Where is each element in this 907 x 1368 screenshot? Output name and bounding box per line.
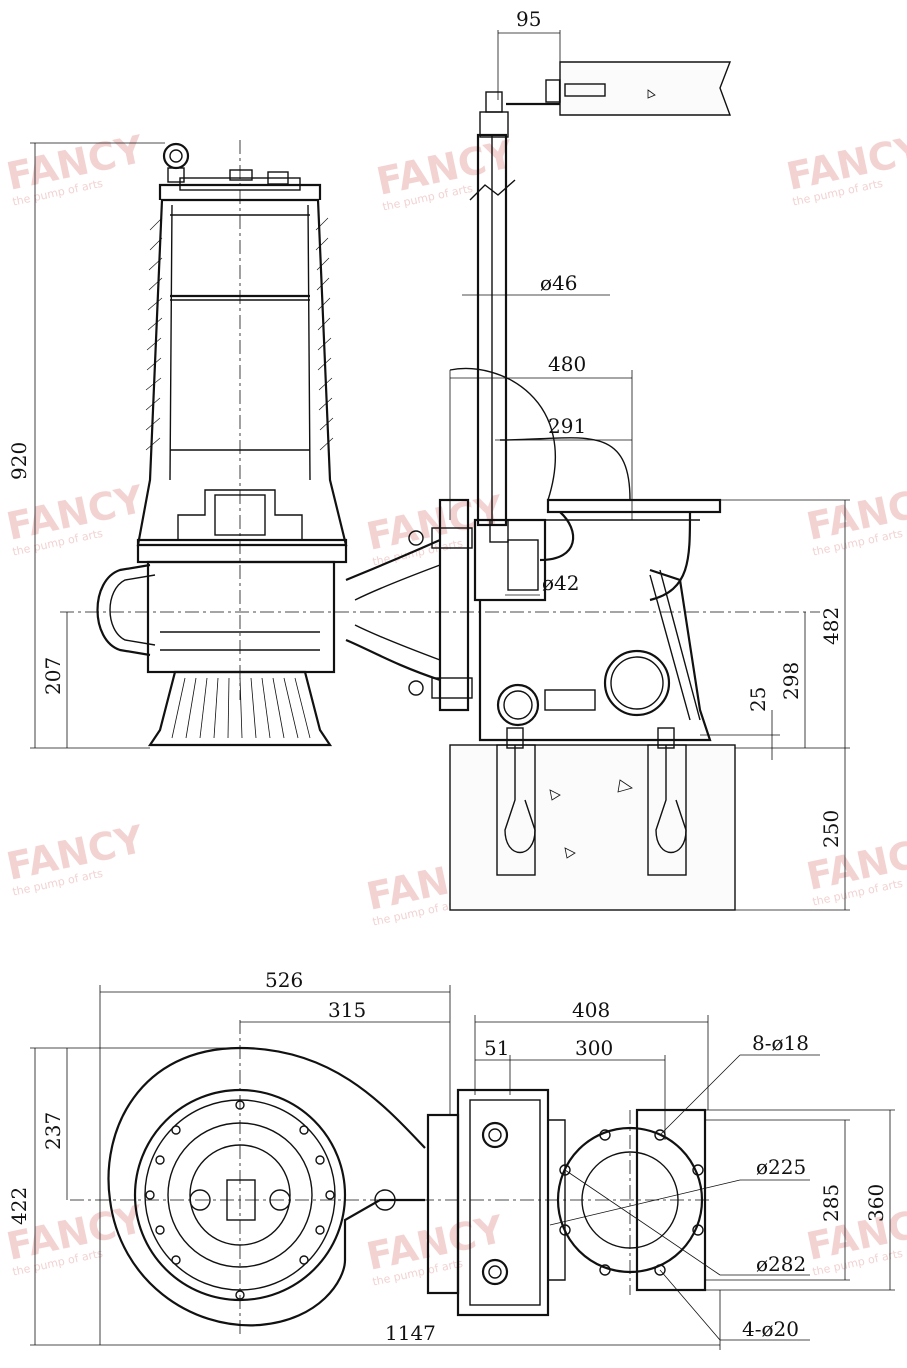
dim-small-diameter: ø42 [542, 571, 580, 595]
dim-total-height: 920 [7, 442, 31, 480]
concrete-foundation [449, 727, 736, 911]
plan-outlet-flange [556, 1108, 707, 1295]
dim-side-depth: 237 [41, 1112, 65, 1150]
dim-center-offset: 315 [328, 998, 366, 1022]
discharge-neck [345, 498, 470, 712]
motor-housing [136, 140, 348, 700]
dim-outlet-offset: 480 [548, 352, 586, 376]
dim-inner-diameter: ø225 [756, 1155, 806, 1179]
dim-base-depth-285: 285 [819, 1184, 843, 1222]
dim-outlet-height: 482 [819, 607, 843, 645]
auto-coupling-base [408, 367, 722, 742]
dim-foundation-depth: 250 [819, 810, 843, 848]
dim-pcd: ø282 [756, 1252, 806, 1276]
dim-overall-width: 526 [265, 968, 303, 992]
plan-volute [70, 1020, 710, 1335]
inlet-strainer [147, 670, 333, 747]
dim-bolt-holes: 8-ø18 [752, 1031, 809, 1055]
dim-top-width: 95 [516, 7, 541, 31]
dim-rail-offset: 291 [548, 414, 586, 438]
plan-coupling [426, 1088, 566, 1317]
dim-base-center-height: 298 [779, 662, 803, 700]
dim-base-clearance: 25 [746, 687, 770, 712]
dim-bolt-offset: 51 [484, 1036, 509, 1060]
dim-inlet-center-height: 207 [41, 657, 65, 695]
lifting-eye [162, 142, 190, 183]
side-dimension-lines [30, 30, 850, 911]
dim-anchor-holes: 4-ø20 [742, 1317, 799, 1341]
dim-base-depth-360: 360 [864, 1184, 888, 1222]
plan-view: 526 315 408 51 300 8-ø18 ø225 ø282 4-ø20… [7, 968, 895, 1350]
dim-bolt-spacing: 300 [575, 1036, 613, 1060]
dim-base-width: 408 [572, 998, 610, 1022]
dim-guide-rail-diameter: ø46 [540, 271, 578, 295]
concrete-beam [545, 61, 732, 116]
plan-dimension-lines [30, 985, 895, 1350]
dim-total-length: 1147 [385, 1321, 436, 1345]
side-view: 95 ø46 480 291 ø42 920 207 482 298 25 25… [7, 7, 850, 911]
dim-overall-depth: 422 [7, 1187, 31, 1225]
